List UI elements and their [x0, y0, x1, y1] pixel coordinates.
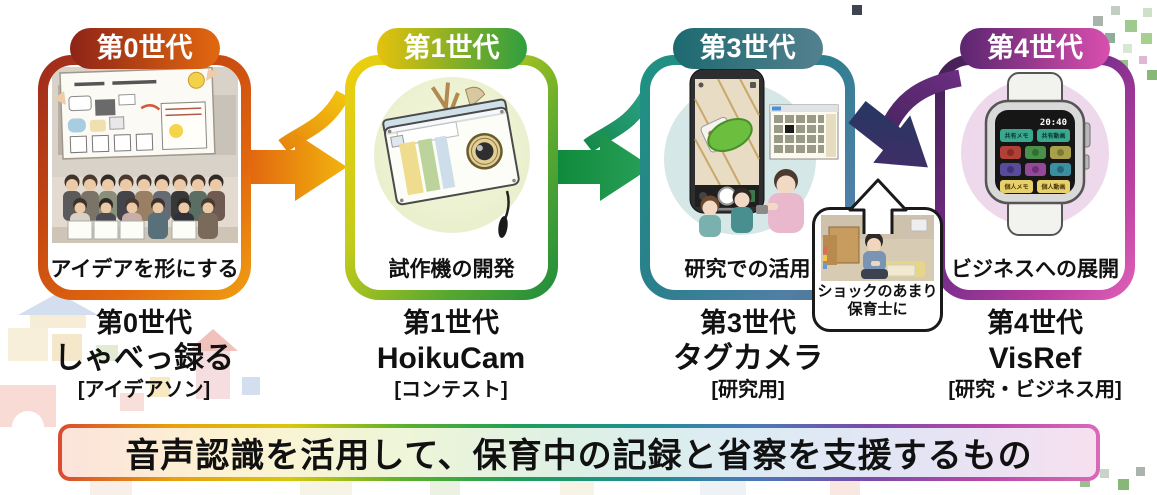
arrow-gen0-to-gen1 — [251, 90, 350, 201]
generation0-pill-label: 第0世代 — [96, 33, 193, 63]
generation1-pill-label: 第1世代 — [403, 33, 500, 63]
generation4-card: 第4世代 20:40 共有メモ 共有動画 — [935, 28, 1135, 300]
generation3-illustration — [650, 65, 845, 250]
generation3-pill-label: 第3世代 — [699, 33, 796, 63]
generation1-caption: 試作機の開発 — [388, 258, 515, 281]
generation3-title: 第3世代 — [699, 308, 797, 338]
pixel-decoration-bottom-right — [1060, 455, 1157, 495]
generation4-tag: [研究・ビジネス用] — [948, 379, 1122, 401]
generation0-pill: 第0世代 — [69, 28, 220, 69]
generation4-pill-label: 第4世代 — [986, 33, 1084, 63]
bottom-banner-inner: 音声認識を活用して、保育中の記録と省察を支援するもの — [62, 428, 1096, 477]
pixel-decoration-top — [852, 5, 862, 15]
generation4-illustration: 20:40 共有メモ 共有動画 個人メモ 個人動画 — [945, 65, 1125, 250]
generation3-pill: 第3世代 — [672, 28, 823, 69]
watch-app-personal-video: 個人動画 — [1040, 183, 1065, 191]
speech-bubble-tail — [848, 178, 908, 234]
generation1-name: HoikuCam — [376, 342, 526, 375]
generation4-pill: 第4世代 — [959, 28, 1111, 69]
generation0-name: しゃべっ録る — [54, 342, 234, 375]
generation1-pill: 第1世代 — [376, 28, 527, 69]
generation4-name: VisRef — [988, 342, 1082, 375]
bottom-edge-blocks-decoration — [90, 479, 860, 495]
speech-bubble-line1: ショックのあまり — [817, 283, 938, 300]
generation1-title: 第1世代 — [402, 308, 500, 338]
watch-app-shared-memo: 共有メモ — [1004, 132, 1028, 140]
generation1-card: 第1世代 — [345, 28, 558, 300]
generation0-card: 第0世代 — [38, 28, 251, 300]
watch-app-shared-video: 共有動画 — [1041, 132, 1065, 140]
toy-blocks-decoration — [0, 293, 260, 438]
generation4-title: 第4世代 — [986, 308, 1084, 338]
generation3-labels: 第3世代 タグカメラ [研究用] — [613, 307, 883, 403]
speech-bubble-photo — [821, 215, 934, 281]
watch-time: 20:40 — [1040, 118, 1067, 128]
generation0-illustration — [48, 65, 241, 250]
generation0-caption: アイデアを形にする — [50, 258, 239, 281]
watch-app-personal-memo: 個人メモ — [1003, 183, 1028, 191]
speech-bubble-text: ショックのあまり 保育士に — [817, 283, 937, 319]
generation1-labels: 第1世代 HoikuCam [コンテスト] — [316, 307, 586, 403]
generation1-illustration — [355, 65, 548, 250]
generation4-caption: ビジネスへの展開 — [951, 258, 1119, 281]
generation3-caption: 研究での活用 — [684, 258, 811, 281]
bottom-banner: 音声認識を活用して、保育中の記録と省察を支援するもの — [58, 424, 1100, 481]
generation0-labels: 第0世代 しゃべっ録る [アイデアソン] — [9, 307, 279, 403]
arrow-gen3-to-gen4 — [848, 69, 962, 168]
generation0-title: 第0世代 — [95, 308, 193, 338]
generation1-tag: [コンテスト] — [394, 379, 508, 401]
bottom-banner-text: 音声認識を活用して、保育中の記録と省察を支援するもの — [125, 437, 1033, 475]
speech-bubble-line2: 保育士に — [847, 301, 908, 318]
generation3-tag: [研究用] — [711, 379, 785, 401]
generation3-name: タグカメラ — [673, 342, 823, 375]
generation0-tag: [アイデアソン] — [77, 379, 211, 401]
generation4-labels: 第4世代 VisRef [研究・ビジネス用] — [900, 307, 1157, 403]
